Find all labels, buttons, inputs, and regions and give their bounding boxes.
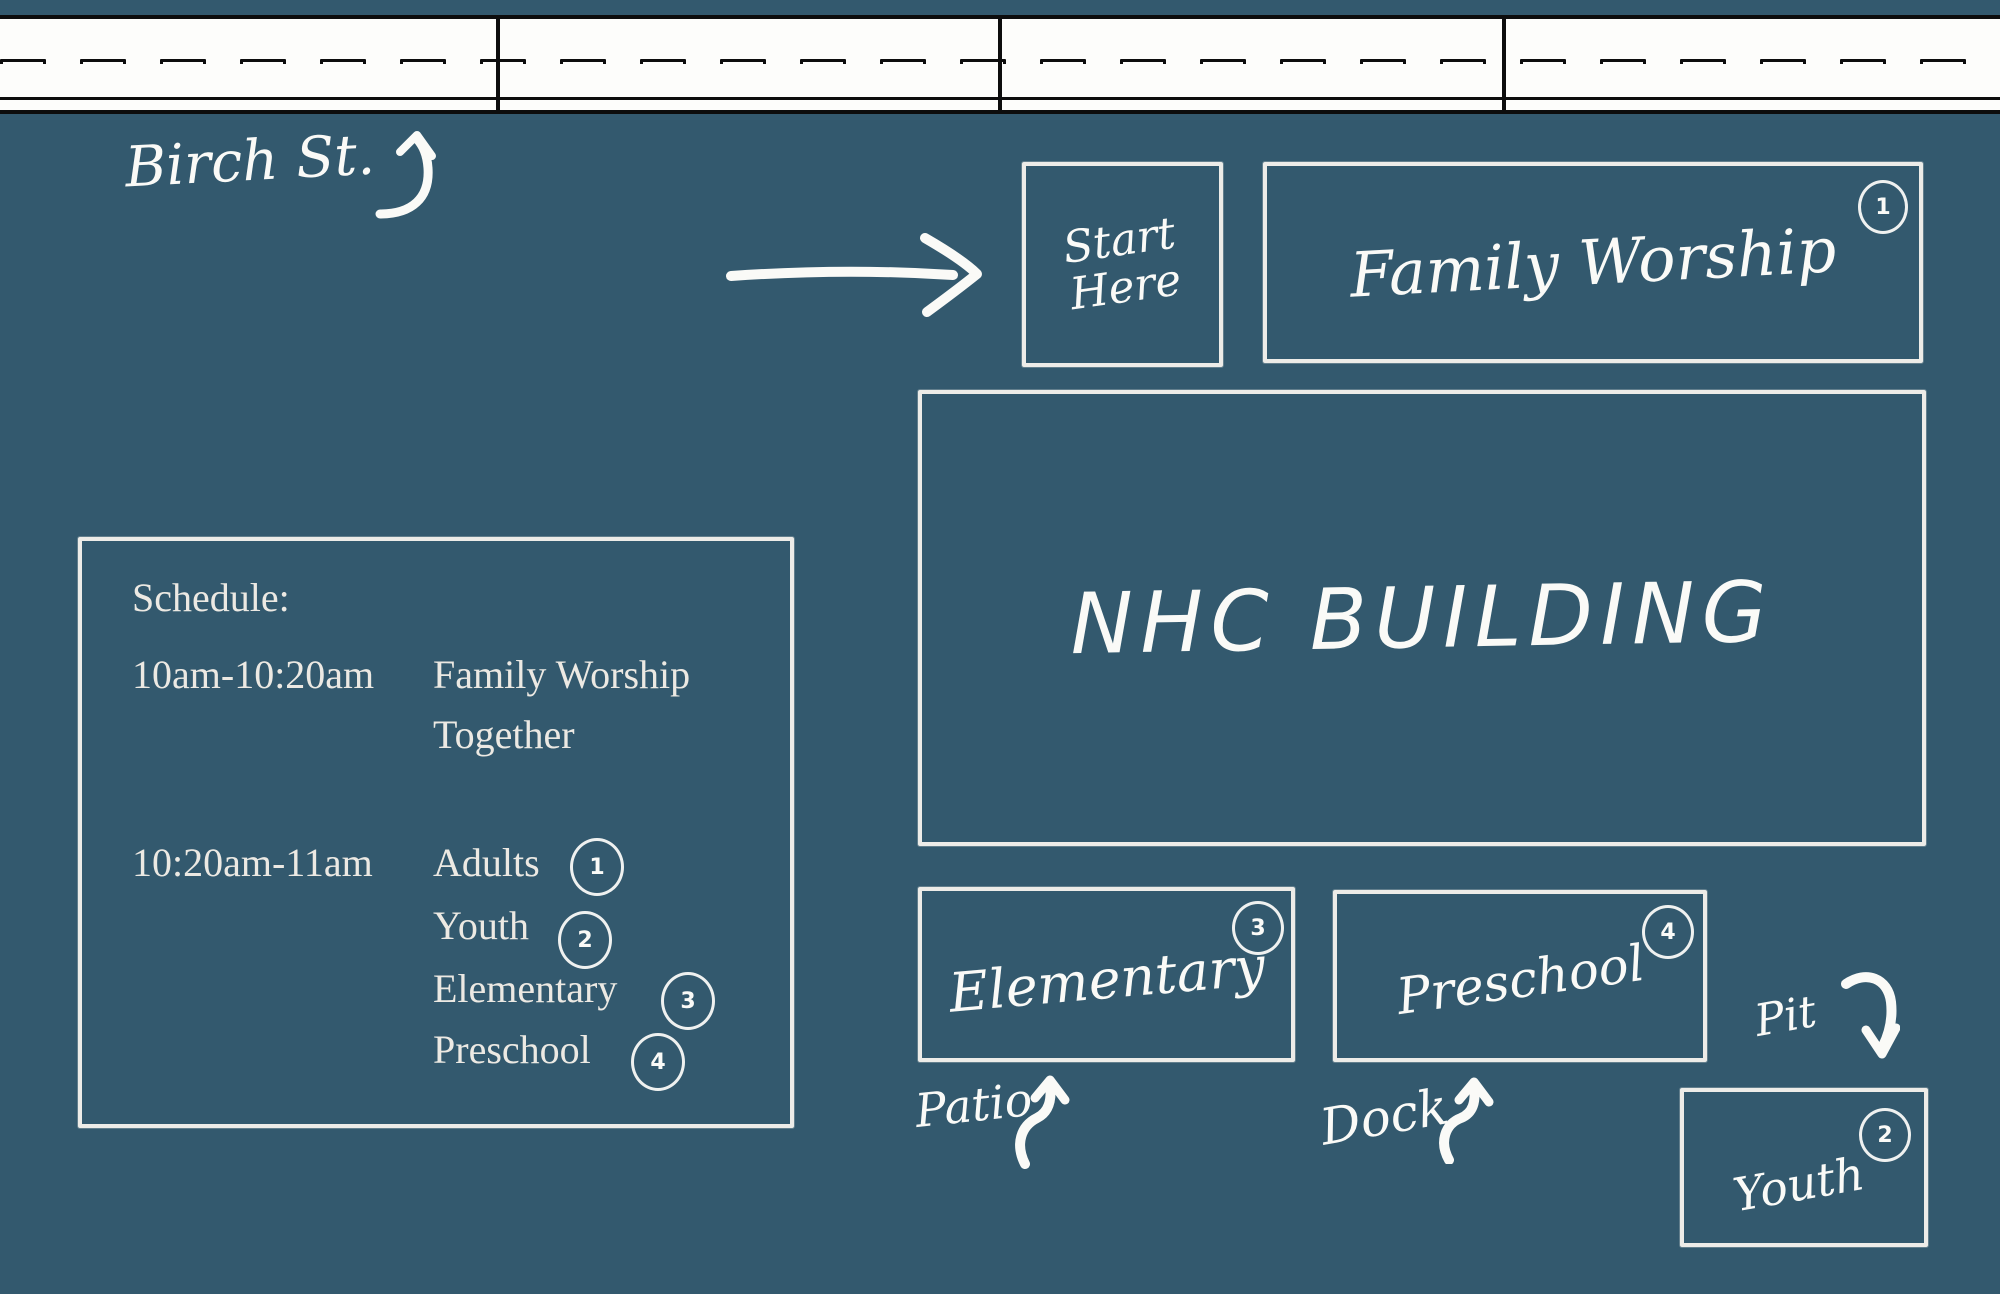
elementary-number-badge: 3 [1232, 901, 1284, 955]
schedule-item-adults: Adults [433, 840, 540, 885]
road-dash [160, 59, 206, 64]
road-dash [400, 59, 446, 64]
road-dash [1040, 59, 1086, 64]
road-center-dashes [0, 55, 2000, 64]
road-divider [1502, 15, 1506, 114]
youth-number-badge: 2 [1859, 1108, 1911, 1162]
youth-box: Youth [1680, 1088, 1928, 1247]
road-dash [800, 59, 846, 64]
schedule-item-elementary: Elementary [433, 966, 618, 1011]
schedule-item-youth: Youth [433, 903, 529, 948]
road-dash [960, 59, 1006, 64]
schedule-title: Schedule: [132, 575, 290, 620]
family-worship-box: Family Worship [1263, 162, 1923, 363]
preschool-box: Preschool [1333, 890, 1707, 1062]
road-dash [1120, 59, 1166, 64]
road-dash [1680, 59, 1726, 64]
road-dash [480, 59, 526, 64]
road-dash [1520, 59, 1566, 64]
road-dash [1360, 59, 1406, 64]
road-dash [880, 59, 926, 64]
road-dash [1200, 59, 1246, 64]
elementary-box: Elementary [918, 887, 1295, 1062]
pit-label: Pit [1750, 986, 1821, 1047]
schedule-item-preschool-number: 4 [631, 1033, 685, 1091]
family-worship-label: Family Worship [1348, 213, 1838, 312]
nhc-building-box: NHC BUILDING [918, 390, 1926, 846]
preschool-label: Preschool [1393, 933, 1648, 1026]
road-dash [320, 59, 366, 64]
street-label: Birch St. [123, 122, 377, 201]
road-dash [0, 59, 46, 64]
arrow-right-icon [725, 230, 993, 318]
arrow-up-curved-icon [372, 126, 450, 220]
road-dash [720, 59, 766, 64]
road-dash [1280, 59, 1326, 64]
schedule-panel [78, 537, 794, 1128]
road-dash [1840, 59, 1886, 64]
schedule-item-youth-number: 2 [558, 911, 612, 969]
schedule-session1-time: 10am-10:20am [132, 652, 375, 697]
road-dash [640, 59, 686, 64]
road-dash [1440, 59, 1486, 64]
nhc-building-label: NHC BUILDING [1069, 562, 1775, 674]
schedule-session1-activity-line2: Together [433, 712, 575, 757]
schedule-session1-activity: Family Worship [433, 652, 691, 697]
schedule-item-adults-number: 1 [570, 838, 624, 896]
road-dash [80, 59, 126, 64]
road-dash [240, 59, 286, 64]
schedule-session2-time: 10:20am-11am [132, 840, 373, 885]
road-divider [998, 15, 1002, 114]
road-dash [1760, 59, 1806, 64]
schedule-item-elementary-number: 3 [661, 972, 715, 1030]
arrow-up-icon [1437, 1076, 1501, 1164]
road-dash [1600, 59, 1646, 64]
road-dash [1920, 59, 1966, 64]
family-worship-number-badge: 1 [1858, 180, 1908, 234]
arrow-up-icon [1015, 1072, 1075, 1170]
road-divider [496, 15, 500, 114]
schedule-item-preschool: Preschool [433, 1027, 591, 1072]
road-dash [560, 59, 606, 64]
arrow-down-icon [1840, 970, 1900, 1064]
dock-label: Dock [1315, 1077, 1453, 1157]
preschool-number-badge: 4 [1642, 905, 1694, 959]
